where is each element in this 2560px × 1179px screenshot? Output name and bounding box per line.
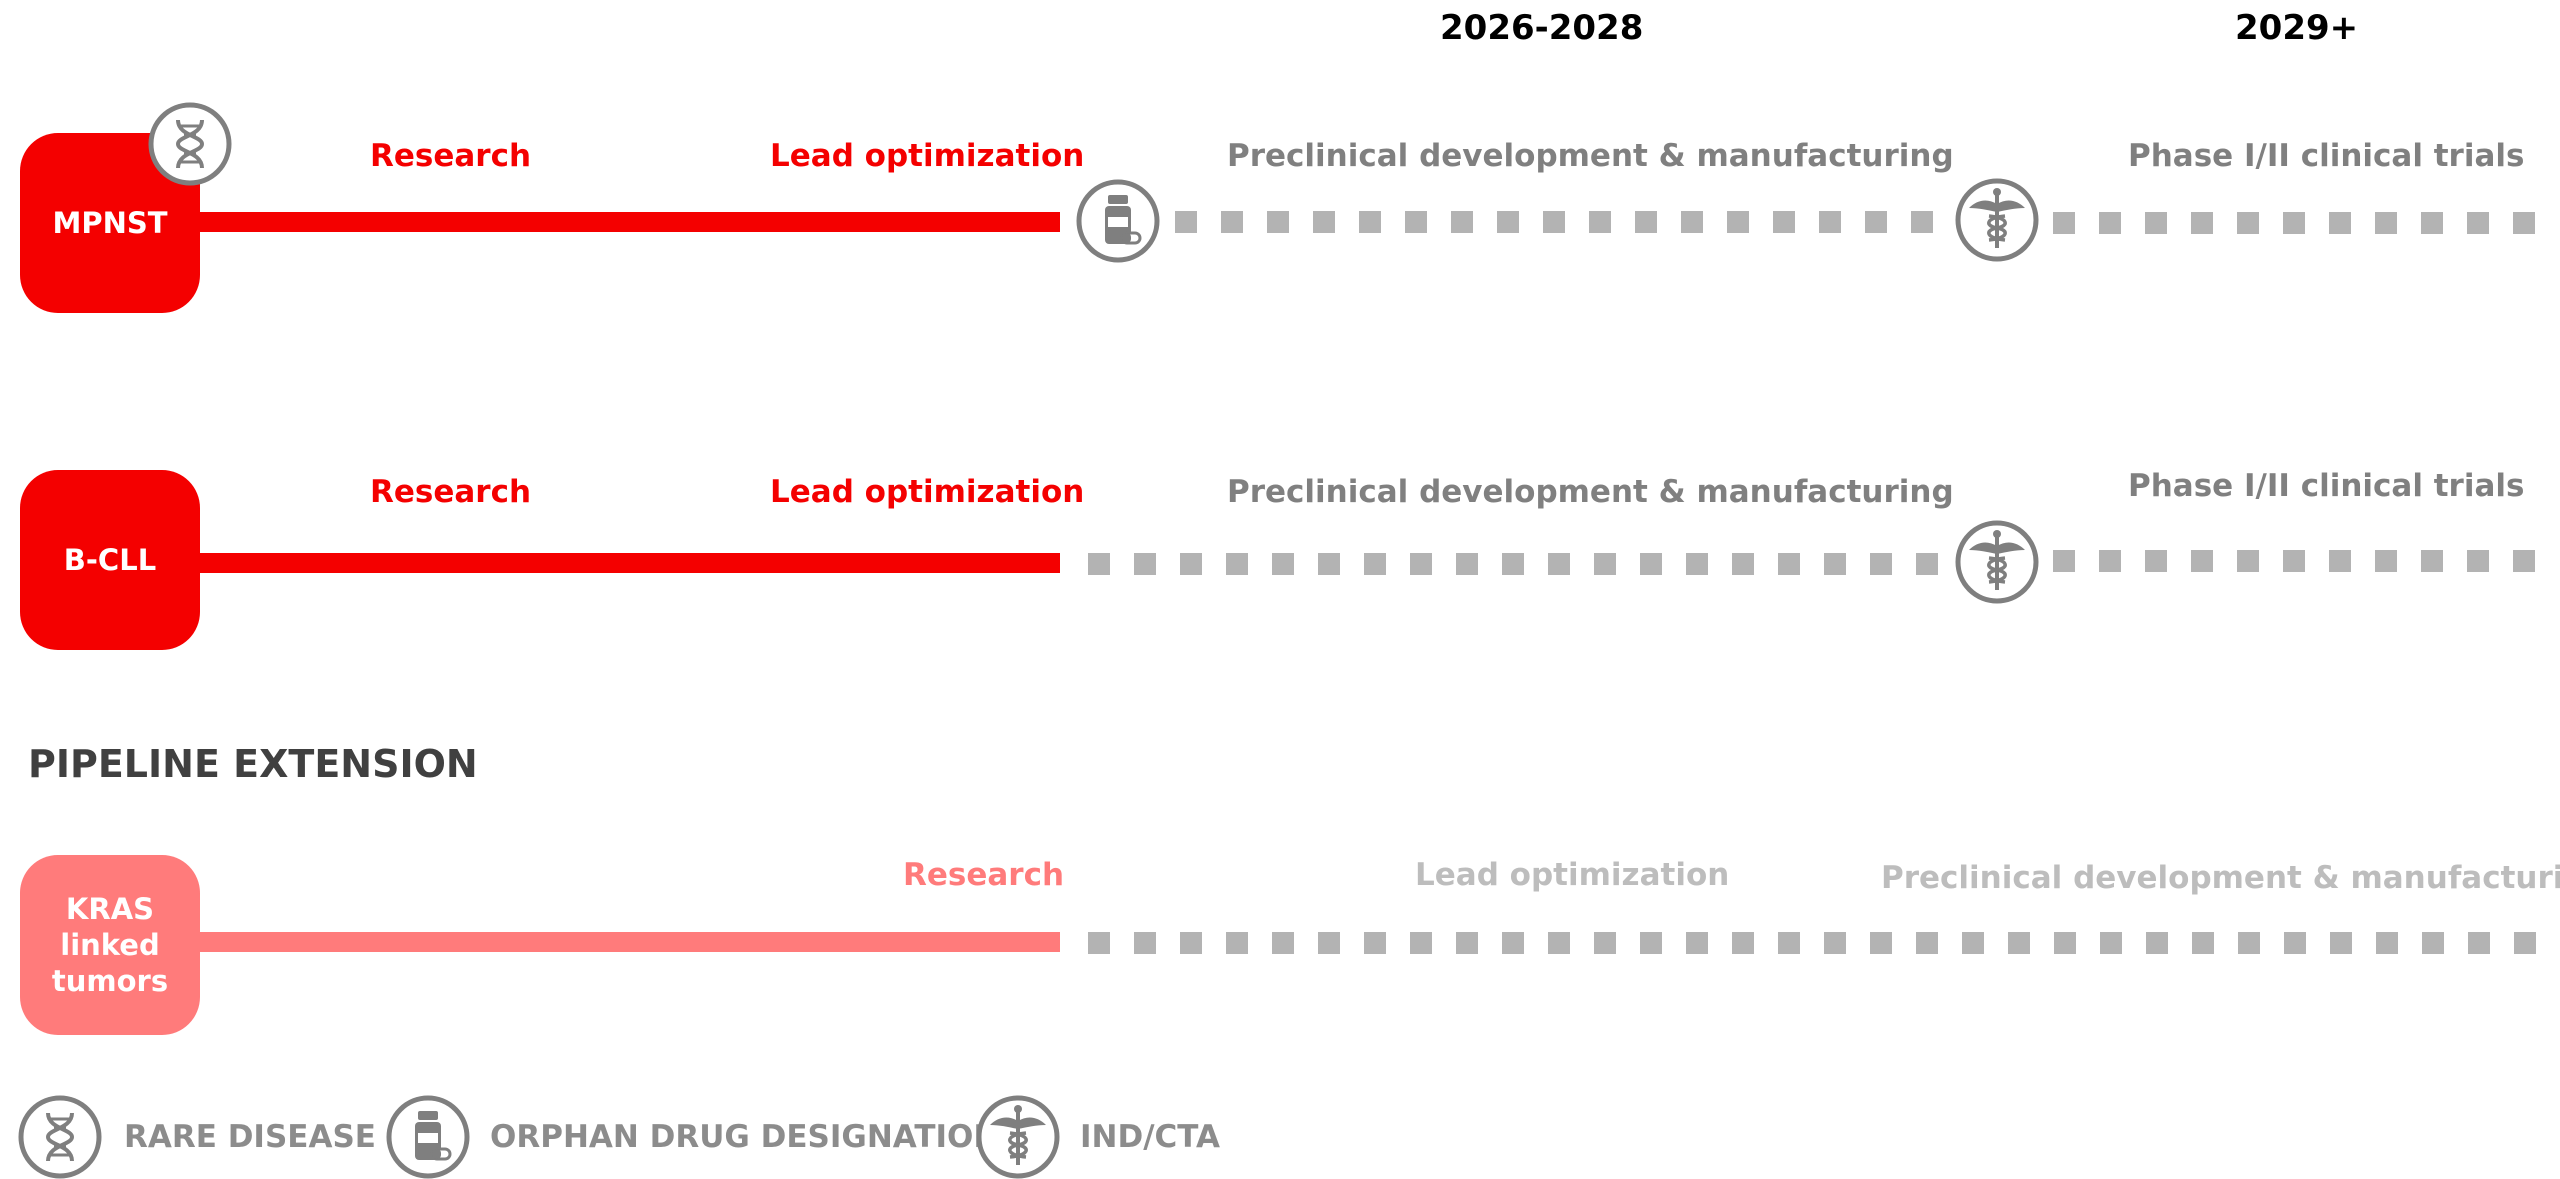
caduceus-icon bbox=[976, 1095, 1060, 1179]
stage-lead-optimization: Lead optimization bbox=[770, 474, 1085, 510]
dotted-line-phase bbox=[2053, 550, 2548, 572]
stage-preclinical: Preclinical development & manufacturing bbox=[1881, 860, 2560, 896]
stage-preclinical: Preclinical development & manufacturing bbox=[1227, 474, 1954, 510]
dotted-line-phase bbox=[2053, 212, 2548, 234]
pipeline-box-bcll: B-CLL bbox=[20, 470, 200, 650]
kras-name-line: tumors bbox=[51, 964, 169, 999]
stage-lead-optimization: Lead optimization bbox=[770, 138, 1085, 174]
progress-bar-bcll bbox=[200, 553, 1060, 573]
legend-label: ORPHAN DRUG DESIGNATION bbox=[490, 1119, 1000, 1155]
pill-bottle-icon bbox=[1076, 179, 1160, 263]
caduceus-icon bbox=[1955, 178, 2039, 262]
caduceus-icon bbox=[1955, 520, 2039, 604]
dna-icon bbox=[148, 102, 232, 186]
dotted-line-preclinical bbox=[1175, 211, 1945, 233]
stage-research: Research bbox=[903, 857, 1065, 893]
dotted-line-preclinical bbox=[1088, 553, 1948, 575]
dotted-line-future bbox=[1088, 932, 2548, 954]
section-title-pipeline-extension: PIPELINE EXTENSION bbox=[28, 742, 478, 786]
progress-bar-kras bbox=[200, 932, 1060, 952]
pipeline-box-kras: KRAS linked tumors bbox=[20, 855, 200, 1035]
stage-phase-trials: Phase I/II clinical trials bbox=[2128, 138, 2525, 174]
legend-label: RARE DISEASE bbox=[124, 1119, 376, 1155]
kras-name-line: linked bbox=[60, 927, 160, 962]
pill-bottle-icon bbox=[386, 1095, 470, 1179]
year-2029-plus: 2029+ bbox=[2235, 8, 2359, 48]
dna-icon bbox=[18, 1095, 102, 1179]
progress-bar-mpnst bbox=[200, 212, 1060, 232]
legend-item-ind-cta: IND/CTA bbox=[976, 1095, 1220, 1179]
legend-item-orphan-drug: ORPHAN DRUG DESIGNATION bbox=[386, 1095, 999, 1179]
year-2026-2028: 2026-2028 bbox=[1440, 8, 1644, 48]
stage-phase-trials: Phase I/II clinical trials bbox=[2128, 468, 2525, 504]
stage-preclinical: Preclinical development & manufacturing bbox=[1227, 138, 1954, 174]
stage-lead-optimization: Lead optimization bbox=[1415, 857, 1730, 893]
legend-label: IND/CTA bbox=[1080, 1119, 1221, 1155]
legend-item-rare-disease: RARE DISEASE bbox=[18, 1095, 376, 1179]
kras-name-line: KRAS bbox=[65, 891, 155, 926]
stage-research: Research bbox=[370, 138, 532, 174]
stage-research: Research bbox=[370, 474, 532, 510]
